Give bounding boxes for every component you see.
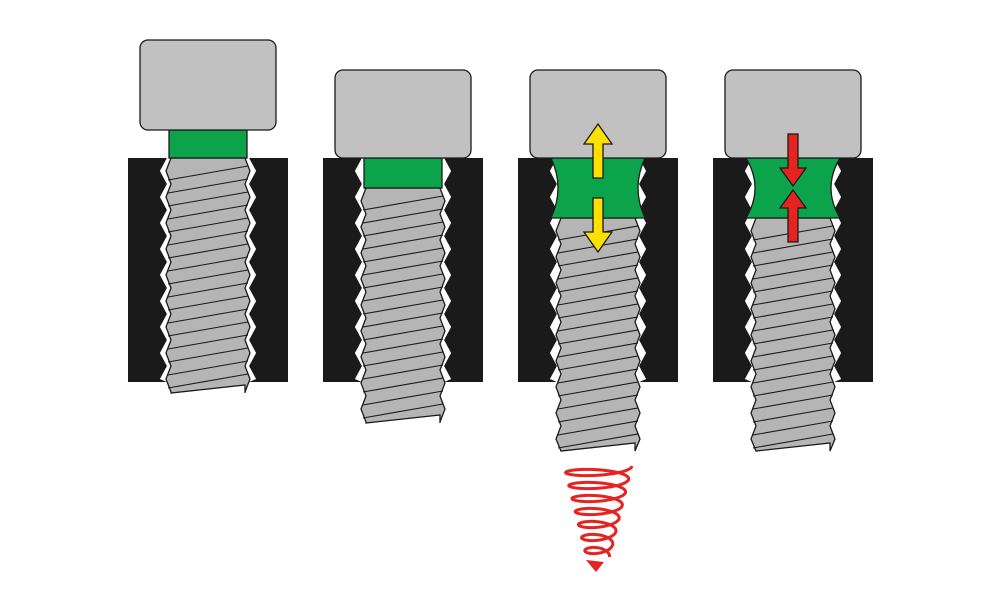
spacer <box>363 157 443 189</box>
arrow-up-icon <box>778 188 808 243</box>
thread-line <box>167 334 249 350</box>
thread-line <box>752 316 834 332</box>
spiral-arrowhead-icon <box>586 560 604 572</box>
thread-line <box>752 290 834 306</box>
thread-line <box>752 277 834 293</box>
thread-line <box>362 247 444 263</box>
thread-line <box>362 377 444 393</box>
bolt-shank <box>360 187 446 424</box>
stage-3 <box>518 69 678 572</box>
thread-line <box>752 251 834 267</box>
thread-line <box>362 195 444 211</box>
thread-line <box>362 325 444 341</box>
thread-line <box>557 251 639 267</box>
stage-2 <box>323 69 483 424</box>
thread-line <box>752 420 834 436</box>
thread-line <box>557 329 639 345</box>
thread-line <box>362 260 444 276</box>
thread-line <box>752 433 834 449</box>
thread-line <box>167 373 249 389</box>
thread-line <box>167 321 249 337</box>
arrow-down-icon <box>582 197 614 254</box>
thread-line <box>167 269 249 285</box>
thread-line <box>167 282 249 298</box>
thread-line <box>167 243 249 259</box>
spacer-deformed <box>744 157 842 219</box>
bolt-head <box>334 69 472 159</box>
thread-line <box>557 290 639 306</box>
thread-line <box>557 355 639 371</box>
thread-line <box>752 394 834 410</box>
thread-line <box>167 295 249 311</box>
thread-line <box>557 277 639 293</box>
thread-line <box>362 286 444 302</box>
bolt-head <box>139 39 277 131</box>
thread-line <box>752 264 834 280</box>
thread-line <box>752 355 834 371</box>
thread-line <box>362 390 444 406</box>
thread-line <box>557 264 639 280</box>
spacer-deformed <box>549 157 647 219</box>
rotation-spiral-icon <box>563 465 634 558</box>
thread-line <box>752 303 834 319</box>
bolt-shank <box>750 217 836 452</box>
thread-line <box>362 403 444 419</box>
thread-line <box>167 230 249 246</box>
thread-line <box>752 329 834 345</box>
thread-line <box>557 316 639 332</box>
thread-line <box>362 312 444 328</box>
nut-body <box>713 158 873 382</box>
thread-line <box>362 338 444 354</box>
thread-line <box>557 303 639 319</box>
nut-body <box>323 158 483 382</box>
thread-line <box>362 234 444 250</box>
thread-line <box>167 165 249 181</box>
arrow-down-icon <box>778 133 808 188</box>
nut-body <box>518 158 678 382</box>
thread-line <box>557 381 639 397</box>
thread-line <box>167 178 249 194</box>
thread-line <box>557 407 639 423</box>
thread-line <box>557 342 639 358</box>
stage-4 <box>713 69 873 452</box>
thread-line <box>167 360 249 376</box>
thread-line <box>557 368 639 384</box>
thread-line <box>167 217 249 233</box>
thread-line <box>167 204 249 220</box>
thread-line <box>752 342 834 358</box>
thread-line <box>752 238 834 254</box>
spacer <box>168 129 248 159</box>
thread-line <box>362 221 444 237</box>
thread-line <box>167 256 249 272</box>
thread-line <box>752 407 834 423</box>
thread-line <box>752 381 834 397</box>
bolt-shank <box>165 157 251 394</box>
thread-line <box>362 273 444 289</box>
stage-1 <box>128 39 288 394</box>
thread-line <box>362 351 444 367</box>
thread-line <box>362 208 444 224</box>
arrow-up-icon <box>582 122 614 179</box>
thread-line <box>167 347 249 363</box>
thread-line <box>752 368 834 384</box>
thread-line <box>362 364 444 380</box>
thread-line <box>167 308 249 324</box>
thread-line <box>557 394 639 410</box>
thread-line <box>557 433 639 449</box>
nut-body <box>128 158 288 382</box>
thread-line <box>362 299 444 315</box>
thread-line <box>167 191 249 207</box>
thread-line <box>557 420 639 436</box>
